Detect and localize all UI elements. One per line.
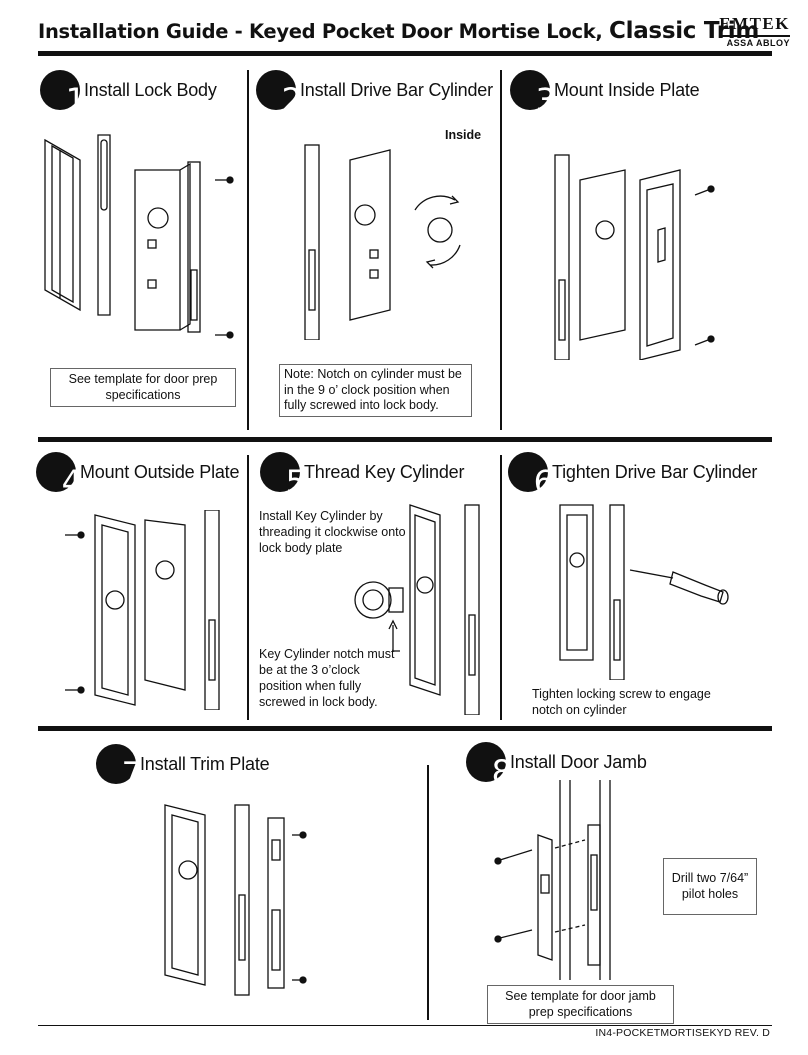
row-rule-1 [38, 437, 772, 442]
step-6-illustration [559, 504, 729, 680]
divider-v4 [500, 455, 502, 720]
page-title: Installation Guide - Keyed Pocket Door M… [38, 18, 759, 44]
title-emphasis: Classic Trim [609, 18, 759, 44]
step-7-number: 7 [96, 744, 142, 790]
step-2-notch-note: Note: Notch on cylinder must be in the 9… [279, 364, 472, 417]
step-1-label: Install Lock Body [84, 79, 217, 100]
step-4-number: 4 [36, 452, 82, 498]
step-8-drill-note: Drill two 7/64” pilot holes [663, 858, 757, 916]
step-6-heading: 6 Tighten Drive Bar Cylinder [508, 452, 758, 498]
divider-v1 [247, 70, 249, 430]
step-7-heading: 7 Install Trim Plate [96, 744, 270, 790]
row-rule-2 [38, 726, 772, 731]
step-8-number: 8 [466, 742, 512, 788]
step-2-heading: 2 Install Drive Bar Cylinder [256, 70, 493, 116]
step-8-template-note: See template for door jamb prep specific… [487, 985, 674, 1025]
step-4-illustration [65, 510, 220, 710]
step-5-notch-note: Key Cylinder notch must be at the 3 o’cl… [259, 647, 395, 709]
step-2-illustration [304, 144, 461, 340]
step-3-number: 3 [510, 70, 556, 116]
brand-divider [719, 35, 790, 37]
step-5-thread-note: Install Key Cylinder by threading it clo… [259, 509, 406, 555]
divider-v5 [427, 765, 429, 1020]
document-code: IN4-POCKETMORTISEKYD REV. D [595, 1027, 770, 1039]
step-6-label: Tighten Drive Bar Cylinder [552, 461, 758, 482]
step-6-caption: Tighten locking screw to engage notch on… [532, 687, 711, 717]
divider-v3 [247, 455, 249, 720]
brand-logo: EMTEK ASSA ABLOY [719, 14, 790, 48]
step-8-label: Install Door Jamb [510, 751, 647, 772]
step-5-number: 5 [260, 452, 306, 498]
step-8-illustration [494, 780, 611, 980]
step-1-number: 1 [40, 70, 86, 116]
step-3-label: Mount Inside Plate [554, 79, 700, 100]
step-5-illustration [354, 504, 480, 715]
step-2-inside-label: Inside [445, 128, 482, 142]
step-1-heading: 1 Install Lock Body [40, 70, 217, 116]
brand-name: EMTEK [719, 14, 790, 33]
header-rule [38, 51, 772, 56]
title-main: Installation Guide - Keyed Pocket Door M… [38, 20, 603, 43]
step-6-number: 6 [508, 452, 554, 498]
step-2-label: Install Drive Bar Cylinder [300, 79, 493, 100]
step-7-illustration [164, 804, 307, 996]
step-5-label: Thread Key Cylinder [304, 461, 465, 482]
step-1-illustration [44, 134, 234, 339]
divider-v2 [500, 70, 502, 430]
step-5-heading: 5 Thread Key Cylinder [260, 452, 465, 498]
step-4-label: Mount Outside Plate [80, 461, 240, 482]
step-8-heading: 8 Install Door Jamb [466, 742, 647, 788]
step-3-heading: 3 Mount Inside Plate [510, 70, 700, 116]
step-3-illustration [554, 154, 715, 360]
step-1-template-note: See template for door prep specification… [50, 368, 236, 408]
step-4-heading: 4 Mount Outside Plate [36, 452, 240, 498]
footer-rule [38, 1025, 772, 1026]
step-7-label: Install Trim Plate [140, 753, 270, 774]
brand-sub: ASSA ABLOY [726, 38, 790, 48]
step-2-number: 2 [256, 70, 302, 116]
